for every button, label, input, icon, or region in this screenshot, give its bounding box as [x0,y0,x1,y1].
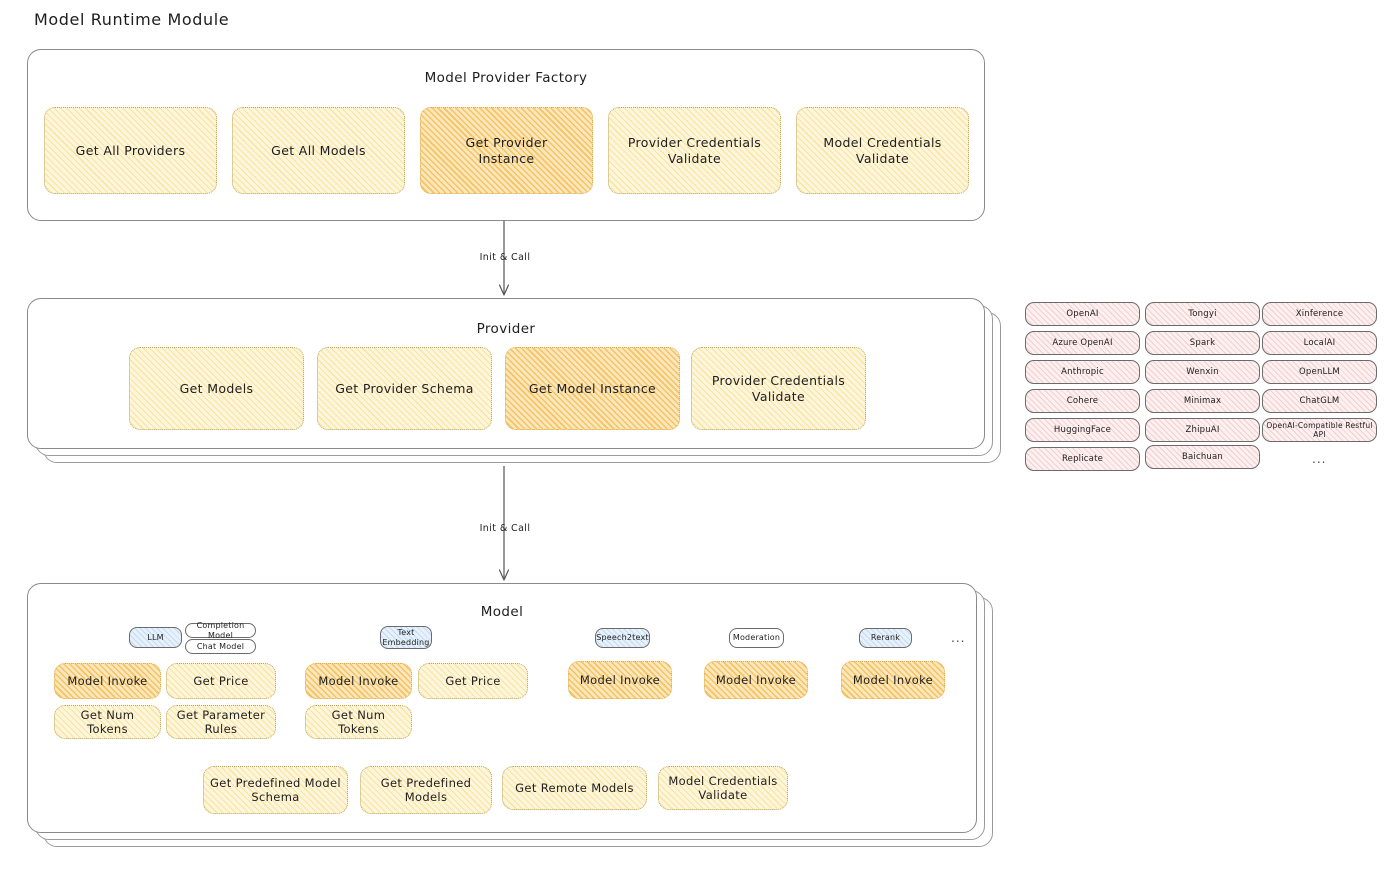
provider-chip-spark[interactable]: Spark [1145,331,1260,355]
provider-box-get-models[interactable]: Get Models [129,347,304,430]
provider-chip-huggingface[interactable]: HuggingFace [1025,418,1140,442]
provider-chip-openai-compatible-restful-api[interactable]: OpenAI-Compatible Restful API [1262,418,1377,442]
model-box-get-remote-models[interactable]: Get Remote Models [502,766,647,810]
model-provider-factory-title: Model Provider Factory [424,70,588,86]
model-title: Model [480,604,524,620]
model-box-llm-model-invoke[interactable]: Model Invoke [54,663,161,699]
provider-box-get-provider-schema[interactable]: Get Provider Schema [317,347,492,430]
model-box-llm-get-price[interactable]: Get Price [166,663,276,699]
model-box-text-embedding-get-num-tokens[interactable]: Get Num Tokens [305,705,412,739]
model-box-text-embedding-get-price[interactable]: Get Price [418,663,528,699]
arrow-provider-to-model [498,466,510,581]
provider-chip-replicate[interactable]: Replicate [1025,447,1140,471]
model-box-speech2text-model-invoke[interactable]: Model Invoke [568,661,672,699]
model-box-moderation-model-invoke[interactable]: Model Invoke [704,661,808,699]
provider-chip-cohere[interactable]: Cohere [1025,389,1140,413]
provider-title: Provider [476,321,536,337]
model-badge-chat-model[interactable]: Chat Model [185,639,256,654]
provider-chip-baichuan[interactable]: Baichuan [1145,445,1260,469]
arrow-label-init-and-call-1: Init & Call [479,252,531,263]
model-badge-rerank[interactable]: Rerank [859,628,912,648]
provider-chip-minimax[interactable]: Minimax [1145,389,1260,413]
factory-box-get-all-models[interactable]: Get All Models [232,107,405,194]
provider-chip-openai[interactable]: OpenAI [1025,302,1140,326]
model-box-text-embedding-model-invoke[interactable]: Model Invoke [305,663,412,699]
model-badge-llm[interactable]: LLM [129,627,182,648]
model-badge-completion-model[interactable]: Completion Model [185,621,256,640]
provider-chip-tongyi[interactable]: Tongyi [1145,302,1260,326]
provider-chip-wenxin[interactable]: Wenxin [1145,360,1260,384]
provider-list-more-ellipsis: ... [1312,452,1327,466]
provider-chip-azure-openai[interactable]: Azure OpenAI [1025,331,1140,355]
arrow-factory-to-provider [498,221,510,296]
model-box-llm-get-num-tokens[interactable]: Get Num Tokens [54,705,161,739]
factory-box-get-all-providers[interactable]: Get All Providers [44,107,217,194]
model-box-rerank-model-invoke[interactable]: Model Invoke [841,661,945,699]
provider-chip-localai[interactable]: LocalAI [1262,331,1377,355]
provider-chip-anthropic[interactable]: Anthropic [1025,360,1140,384]
provider-chip-xinference[interactable]: Xinference [1262,302,1377,326]
arrow-label-init-and-call-2: Init & Call [479,523,531,534]
model-badge-moderation[interactable]: Moderation [729,628,784,648]
provider-chip-openllm[interactable]: OpenLLM [1262,360,1377,384]
page-title: Model Runtime Module [34,10,230,29]
model-badge-speech2text[interactable]: Speech2text [595,628,650,648]
provider-chip-zhipuai[interactable]: ZhipuAI [1145,418,1260,442]
model-groups-more-ellipsis: ... [951,631,966,645]
provider-chip-chatglm[interactable]: ChatGLM [1262,389,1377,413]
provider-box-get-model-instance[interactable]: Get Model Instance [505,347,680,430]
